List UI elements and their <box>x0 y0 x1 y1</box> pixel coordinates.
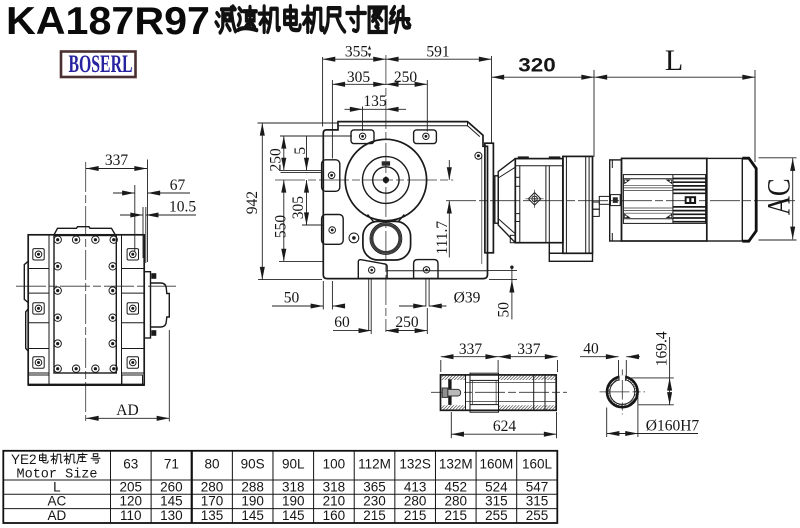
svg-text:452: 452 <box>445 479 468 494</box>
svg-text:190: 190 <box>241 494 264 509</box>
svg-text:170: 170 <box>201 494 224 509</box>
svg-text:337: 337 <box>517 341 541 358</box>
svg-text:280: 280 <box>445 494 468 509</box>
svg-text:190: 190 <box>282 494 305 509</box>
svg-text:215: 215 <box>445 508 468 523</box>
svg-text:550: 550 <box>273 215 290 239</box>
svg-text:591: 591 <box>426 44 449 61</box>
svg-text:305: 305 <box>347 69 371 86</box>
svg-text:169.4: 169.4 <box>654 331 671 366</box>
svg-text:205: 205 <box>120 479 143 494</box>
svg-text:315: 315 <box>526 494 549 509</box>
svg-text:255: 255 <box>485 508 508 523</box>
svg-text:145: 145 <box>241 508 264 523</box>
svg-text:160L: 160L <box>522 457 553 472</box>
svg-text:132S: 132S <box>399 457 431 472</box>
svg-text:255: 255 <box>526 508 549 523</box>
svg-text:50: 50 <box>496 302 513 318</box>
svg-text:YE2: YE2 <box>11 452 37 467</box>
svg-text:Motor Size: Motor Size <box>17 467 98 482</box>
svg-text:40: 40 <box>583 341 599 358</box>
svg-text:260: 260 <box>160 479 183 494</box>
svg-text:318: 318 <box>282 479 305 494</box>
svg-text:135: 135 <box>201 508 224 523</box>
svg-text:90S: 90S <box>241 457 265 472</box>
svg-text:130: 130 <box>160 508 183 523</box>
svg-text:50: 50 <box>284 289 300 306</box>
svg-text:67: 67 <box>170 177 186 194</box>
svg-text:AD: AD <box>48 508 67 523</box>
svg-text:L: L <box>665 44 683 77</box>
svg-text:250: 250 <box>268 148 285 172</box>
svg-text:524: 524 <box>485 479 508 494</box>
svg-text:90L: 90L <box>282 457 305 472</box>
svg-text:413: 413 <box>404 479 427 494</box>
svg-text:355: 355 <box>345 44 369 61</box>
svg-text:315: 315 <box>485 494 508 509</box>
svg-text:305: 305 <box>290 196 307 220</box>
svg-text:63: 63 <box>123 457 138 472</box>
svg-text:L: L <box>53 479 61 494</box>
svg-text:250: 250 <box>394 69 418 86</box>
svg-text:135: 135 <box>363 93 387 110</box>
svg-text:337: 337 <box>105 152 129 169</box>
svg-text:80: 80 <box>205 457 220 472</box>
svg-text:71: 71 <box>164 457 179 472</box>
svg-text:BOSERL: BOSERL <box>69 51 133 78</box>
svg-text:288: 288 <box>241 479 264 494</box>
svg-text:132M: 132M <box>439 457 473 472</box>
svg-text:5: 5 <box>292 147 309 155</box>
svg-text:942: 942 <box>244 191 261 214</box>
svg-text:250: 250 <box>395 314 419 331</box>
svg-text:120: 120 <box>120 494 143 509</box>
svg-text:AC: AC <box>48 494 67 509</box>
svg-text:280: 280 <box>404 494 427 509</box>
svg-text:110: 110 <box>120 508 142 523</box>
svg-text:60: 60 <box>334 314 350 331</box>
svg-text:145: 145 <box>160 494 183 509</box>
svg-text:215: 215 <box>363 508 386 523</box>
svg-text:624: 624 <box>493 418 517 435</box>
svg-text:280: 280 <box>201 479 224 494</box>
svg-text:230: 230 <box>363 494 386 509</box>
svg-text:145: 145 <box>282 508 305 523</box>
svg-text:215: 215 <box>404 508 427 523</box>
svg-text:111.7: 111.7 <box>434 221 451 255</box>
svg-text:Ø160H7: Ø160H7 <box>646 418 700 435</box>
svg-text:112M: 112M <box>358 457 391 472</box>
svg-text:KA187R97: KA187R97 <box>6 0 210 43</box>
svg-text:160: 160 <box>323 508 346 523</box>
svg-text:337: 337 <box>459 341 483 358</box>
svg-text:Ø39: Ø39 <box>454 289 481 306</box>
svg-text:320: 320 <box>518 55 556 76</box>
svg-text:100: 100 <box>323 457 346 472</box>
svg-text:547: 547 <box>526 479 549 494</box>
svg-text:160M: 160M <box>479 457 513 472</box>
svg-text:365: 365 <box>363 479 386 494</box>
svg-text:318: 318 <box>323 479 346 494</box>
svg-text:AD: AD <box>116 402 138 419</box>
svg-text:AC: AC <box>762 178 798 215</box>
svg-text:210: 210 <box>323 494 346 509</box>
svg-text:10.5: 10.5 <box>169 199 196 216</box>
